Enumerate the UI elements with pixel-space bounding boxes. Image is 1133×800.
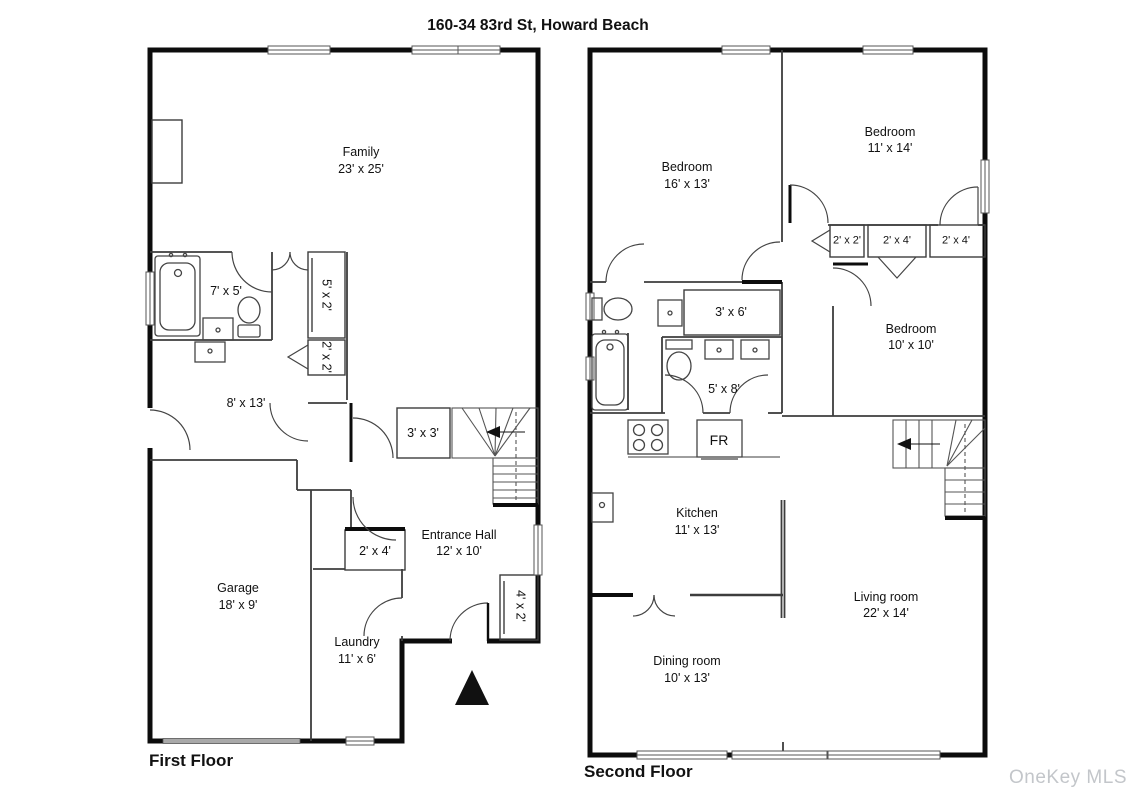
- room-dims-entrance-hall: 12' x 10': [436, 543, 482, 558]
- room-label-bedroom3: Bedroom: [885, 321, 937, 336]
- first-floor-closets: [151, 119, 539, 641]
- room-label-dining: Dining room: [653, 653, 721, 668]
- fireplace-icon: [151, 119, 183, 184]
- bathtub-icon: [591, 329, 629, 411]
- page-title: 160-34 83rd St, Howard Beach: [427, 17, 649, 34]
- closet-dims-3x3: 3' x 3': [407, 425, 439, 440]
- closet-dims-2x4-b: 2' x 4': [941, 234, 971, 247]
- closet-dims-5x2: 5' x 2': [319, 279, 334, 311]
- room-label-laundry: Laundry: [334, 634, 380, 649]
- room-label-family: Family: [342, 144, 380, 159]
- second-floor-plan: [585, 45, 990, 760]
- room-dims-kitchen: 11' x 13': [674, 522, 720, 537]
- stairs-up-arrow-icon: [486, 426, 500, 438]
- room-label-kitchen: Kitchen: [676, 505, 718, 520]
- second-floor-fixtures: [591, 297, 770, 523]
- garage-door: [162, 738, 301, 744]
- vanity-sink-icon: [202, 317, 234, 341]
- pedestal-sink-icon: [194, 341, 226, 363]
- closet-dims-4x2: 4' x 2': [513, 590, 528, 622]
- first-floor-outer-walls: [147, 47, 541, 744]
- north-arrow-icon: [455, 670, 489, 705]
- room-dims-family: 23' x 25': [338, 161, 384, 176]
- closet-dims-2x4-a: 2' x 4': [882, 234, 912, 247]
- second-floor-outer-walls: [587, 47, 988, 758]
- room-dims-bedroom1: 16' x 13': [664, 176, 710, 191]
- fridge-icon: [696, 419, 743, 460]
- room-dims-hall: 8' x 13': [226, 395, 266, 410]
- vanity-sink-icon: [740, 339, 770, 360]
- kitchen-sink-icon: [591, 492, 614, 523]
- first-floor-windows: [145, 45, 543, 746]
- room-dims-dining: 10' x 13': [664, 670, 710, 685]
- second-floor-interior-walls: [590, 50, 985, 751]
- stove-icon: [627, 419, 669, 455]
- room-label-entrance-hall: Entrance Hall: [421, 527, 497, 542]
- first-floor-stairs-icon: [451, 407, 539, 507]
- room-dims-living: 22' x 14': [863, 605, 909, 620]
- second-floor-windows: [585, 45, 990, 760]
- toilet-icon: [591, 297, 633, 321]
- room-dims-bedroom2: 11' x 14': [867, 140, 913, 155]
- bathtub-icon: [154, 255, 201, 337]
- closet-dims-2x4-f1: 2' x 4': [359, 543, 391, 558]
- room-label-bedroom1: Bedroom: [661, 159, 713, 174]
- first-floor-bath-fixtures: [154, 252, 261, 363]
- closet-dims-3x6: 3' x 6': [715, 304, 747, 319]
- second-floor-stairs-icon: [892, 419, 986, 520]
- room-dims-bath-f2: 5' x 8': [708, 381, 740, 396]
- first-floor-plan: [145, 45, 543, 746]
- second-floor-closets: [683, 224, 986, 336]
- closet-dims-2x2-f1: 2' x 2': [319, 341, 334, 373]
- small-sink-icon: [657, 299, 683, 327]
- room-label-garage: Garage: [217, 580, 259, 595]
- first-floor-interior-walls: [150, 251, 403, 741]
- toilet-icon: [665, 339, 693, 381]
- fridge-label: FR: [709, 432, 729, 448]
- room-dims-garage: 18' x 9': [218, 597, 258, 612]
- onekey-mls-watermark: OneKey MLS: [1009, 767, 1127, 788]
- toilet-icon: [237, 296, 261, 338]
- second-floor-title: Second Floor: [584, 762, 693, 781]
- room-dims-laundry: 11' x 6': [338, 651, 376, 666]
- room-label-bedroom2: Bedroom: [864, 124, 916, 139]
- first-floor-title: First Floor: [149, 751, 234, 770]
- room-label-living: Living room: [853, 589, 919, 604]
- second-floor-doors: [605, 184, 979, 617]
- room-dims-bath-f1: 7' x 5': [210, 283, 242, 298]
- room-dims-bedroom3: 10' x 10': [888, 337, 934, 352]
- stairs-down-arrow-icon: [897, 438, 911, 450]
- vanity-sink-icon: [704, 339, 734, 360]
- first-floor-doors: [149, 251, 490, 642]
- closet-dims-2x2-f2: 2' x 2': [832, 234, 862, 247]
